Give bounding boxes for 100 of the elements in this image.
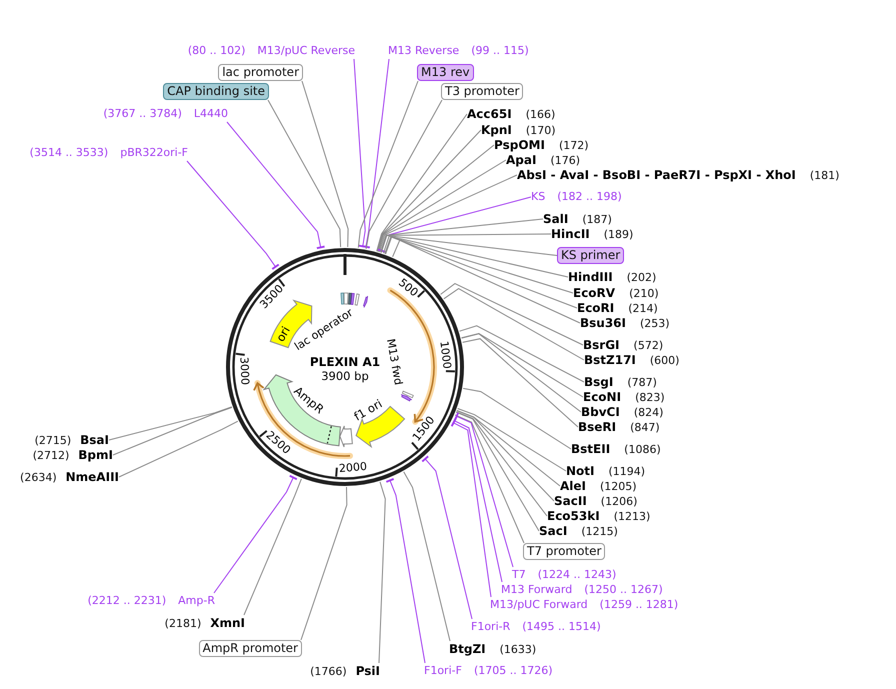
- cut-position: (600): [650, 353, 680, 369]
- primer-name: M13 Reverse: [388, 43, 460, 59]
- leader-line: [462, 338, 578, 428]
- leader-line: [377, 130, 482, 252]
- cut-position: (172): [558, 138, 589, 154]
- enzyme-name: PsiI: [356, 663, 380, 679]
- cut-position: (1766): [310, 664, 347, 680]
- enzyme-name: HindIII: [568, 269, 613, 285]
- leader-line: [456, 410, 554, 502]
- cut-position: (202): [626, 270, 656, 286]
- enzyme-name: SalI: [543, 211, 568, 227]
- leader-line: [300, 486, 348, 640]
- leader-line: [378, 481, 386, 664]
- tick-label: 3000: [236, 356, 252, 386]
- cut-position: (1206): [600, 494, 638, 510]
- enzyme-name: BsrGI: [583, 337, 620, 353]
- feature-name: f1 ori: [352, 396, 384, 424]
- leader-line: [385, 236, 578, 308]
- primer-name: Amp-R: [178, 593, 215, 609]
- enzyme-name: BstZ17I: [584, 352, 636, 368]
- cut-position: (253): [640, 316, 670, 332]
- enzyme-name: Bsu36I: [580, 315, 626, 331]
- primer-range: (1705 .. 1726): [474, 663, 552, 679]
- cut-position: (824): [634, 405, 664, 421]
- leader-line: [440, 283, 584, 346]
- leader-line: [380, 218, 544, 253]
- enzyme-name: EcoRI: [577, 300, 614, 316]
- leader-line: [354, 58, 368, 248]
- cut-position: (847): [630, 420, 660, 436]
- primer-range: (3514 .. 3533): [30, 145, 108, 161]
- feature-tag: T7 promoter: [523, 543, 606, 560]
- leader-line: [460, 332, 584, 398]
- enzyme-name: Eco53kI: [547, 508, 600, 524]
- leader-line: [459, 325, 584, 382]
- feature-name: M13 fwd: [383, 338, 405, 386]
- cut-position: (210): [629, 286, 659, 302]
- cut-position: (2715): [34, 433, 72, 449]
- enzyme-name: BsgI: [584, 374, 614, 390]
- leader-line: [454, 414, 524, 544]
- cut-position: (1194): [608, 464, 646, 480]
- cut-position: (187): [582, 212, 612, 228]
- leader-line: [457, 408, 566, 472]
- primer-name: M13 Forward: [501, 582, 572, 598]
- cut-position: (2712): [32, 448, 70, 464]
- cut-position: (787): [627, 375, 657, 391]
- feature-tag: CAP binding site: [163, 83, 269, 100]
- enzyme-name: PspOMI: [494, 137, 545, 153]
- tick-label: 2000: [338, 460, 368, 476]
- cut-position: (170): [526, 123, 556, 139]
- primer-name: M13/pUC Reverse: [257, 43, 355, 59]
- primer-range: (1250 .. 1267): [584, 582, 663, 598]
- leader-line: [376, 114, 468, 252]
- plasmid-size: 3900 bp: [321, 369, 369, 383]
- enzyme-name: SacII: [554, 493, 587, 509]
- leader-line: [392, 240, 580, 324]
- leader-line: [452, 416, 502, 582]
- leader-line: [377, 144, 494, 252]
- leader-line: [112, 406, 232, 456]
- enzyme-name: XmnI: [210, 615, 245, 631]
- cut-position: (1086): [624, 442, 661, 458]
- leader-line: [378, 160, 506, 252]
- leader-line: [456, 412, 540, 532]
- leader-line: [443, 288, 584, 360]
- leader-line: [366, 100, 442, 250]
- leader-line: [380, 234, 558, 256]
- primer-range: (2212 .. 2231): [88, 593, 166, 609]
- cut-position: (176): [550, 153, 580, 169]
- tick-label: 1000: [436, 340, 454, 370]
- cut-position: (1633): [500, 642, 536, 658]
- enzyme-name: HincII: [551, 226, 590, 242]
- leader-line: [380, 234, 552, 253]
- cut-position: (1205): [600, 479, 637, 495]
- leader-line: [382, 236, 568, 278]
- enzyme-name: BstEII: [571, 441, 610, 457]
- enzyme-name: AbsI - AvaI - BsoBI - PaeR7I - PspXI - XhoI: [517, 167, 796, 183]
- tick-label: 500: [396, 276, 421, 300]
- feature-tag: lac promoter: [218, 64, 303, 81]
- enzyme-name: SacI: [539, 523, 568, 539]
- cut-position: (166): [526, 107, 556, 123]
- enzyme-name: Acc65I: [467, 106, 512, 122]
- cut-position: (189): [604, 227, 634, 243]
- enzyme-name: BtgZI: [449, 641, 486, 657]
- leader-line: [379, 174, 518, 253]
- primer-range: (3767 .. 3784): [103, 106, 182, 122]
- primer-name: F1ori-R: [471, 619, 510, 635]
- leader-line: [118, 420, 238, 478]
- cut-position: (1215): [581, 524, 618, 540]
- cut-position: (572): [634, 338, 664, 354]
- leader-line: [214, 474, 298, 594]
- primer-range: (1224 .. 1243): [538, 567, 616, 583]
- enzyme-name: NmeAIII: [66, 469, 119, 485]
- leader-line: [302, 80, 349, 248]
- cut-position: (823): [635, 390, 665, 406]
- enzyme-name: EcoNI: [583, 389, 622, 405]
- leader-line: [456, 410, 560, 486]
- enzyme-name: KpnI: [481, 122, 512, 138]
- primer-name: L4440: [194, 106, 228, 122]
- leader-line: [385, 478, 426, 664]
- feature-tag: T3 promoter: [441, 83, 524, 100]
- cut-position: (2634): [20, 470, 57, 486]
